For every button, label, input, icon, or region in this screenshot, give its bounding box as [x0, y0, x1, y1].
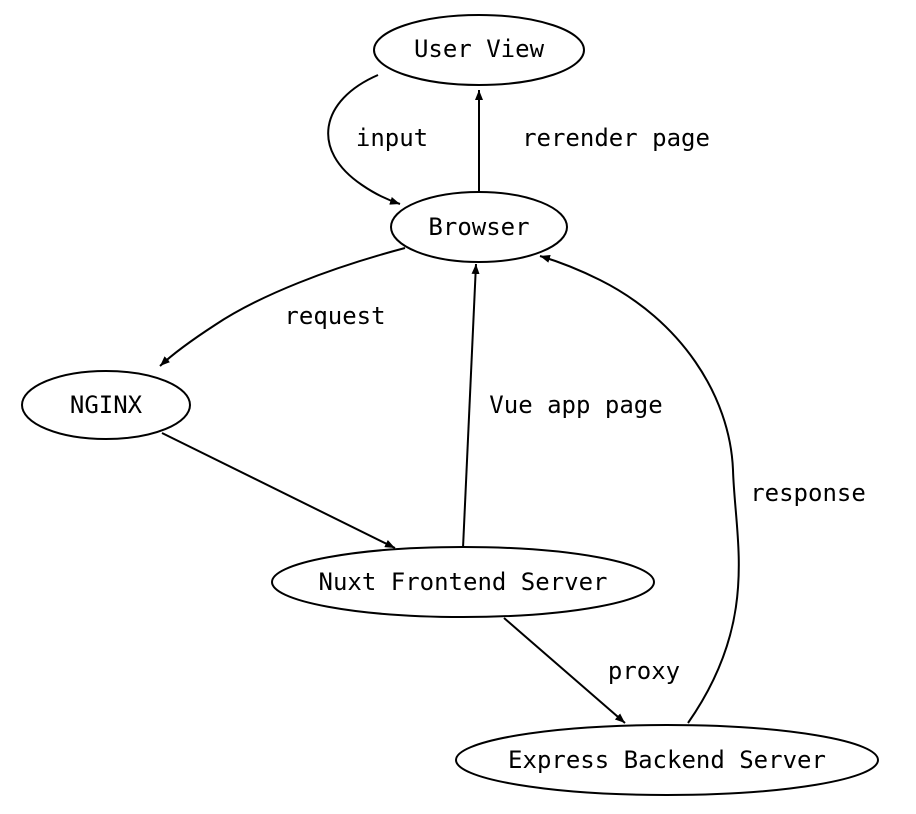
- node-nuxt-frontend-server: Nuxt Frontend Server: [271, 546, 655, 618]
- node-nuxt-frontend-server-shape: [271, 546, 655, 618]
- edge-label-request: request: [284, 302, 385, 330]
- edge-label-rerender-page: rerender page: [522, 124, 710, 152]
- edge-label-vue-app-page: Vue app page: [489, 391, 662, 419]
- node-nginx: NGINX: [21, 370, 191, 440]
- edge-label-input: input: [356, 124, 428, 152]
- edge-label-proxy: proxy: [608, 657, 680, 685]
- edge-label-response: response: [750, 479, 866, 507]
- node-express-backend-server-label: Express Backend Server: [508, 746, 826, 774]
- edge-request: [159, 247, 406, 367]
- node-browser-label: Browser: [428, 213, 529, 241]
- edge-response: [539, 255, 740, 724]
- edge-nginx-to-nuxt: [161, 432, 396, 549]
- node-nuxt-frontend-server-label: Nuxt Frontend Server: [319, 568, 608, 596]
- node-browser: Browser: [390, 191, 568, 263]
- nodes: User View Browser NGINX Nuxt Frontend Se…: [21, 14, 879, 796]
- edge-vue-app-page: [462, 263, 480, 549]
- node-express-backend-server: Express Backend Server: [455, 724, 879, 796]
- node-user-view: User View: [373, 14, 585, 86]
- edge-proxy: [503, 617, 626, 724]
- node-nginx-shape: [21, 370, 191, 440]
- node-browser-shape: [390, 191, 568, 263]
- node-user-view-label: User View: [414, 35, 545, 63]
- edge-input: [327, 74, 401, 205]
- node-nginx-label: NGINX: [70, 391, 143, 419]
- node-user-view-shape: [373, 14, 585, 86]
- node-express-backend-server-shape: [455, 724, 879, 796]
- edges: input rerender page request Vue app page…: [159, 74, 866, 724]
